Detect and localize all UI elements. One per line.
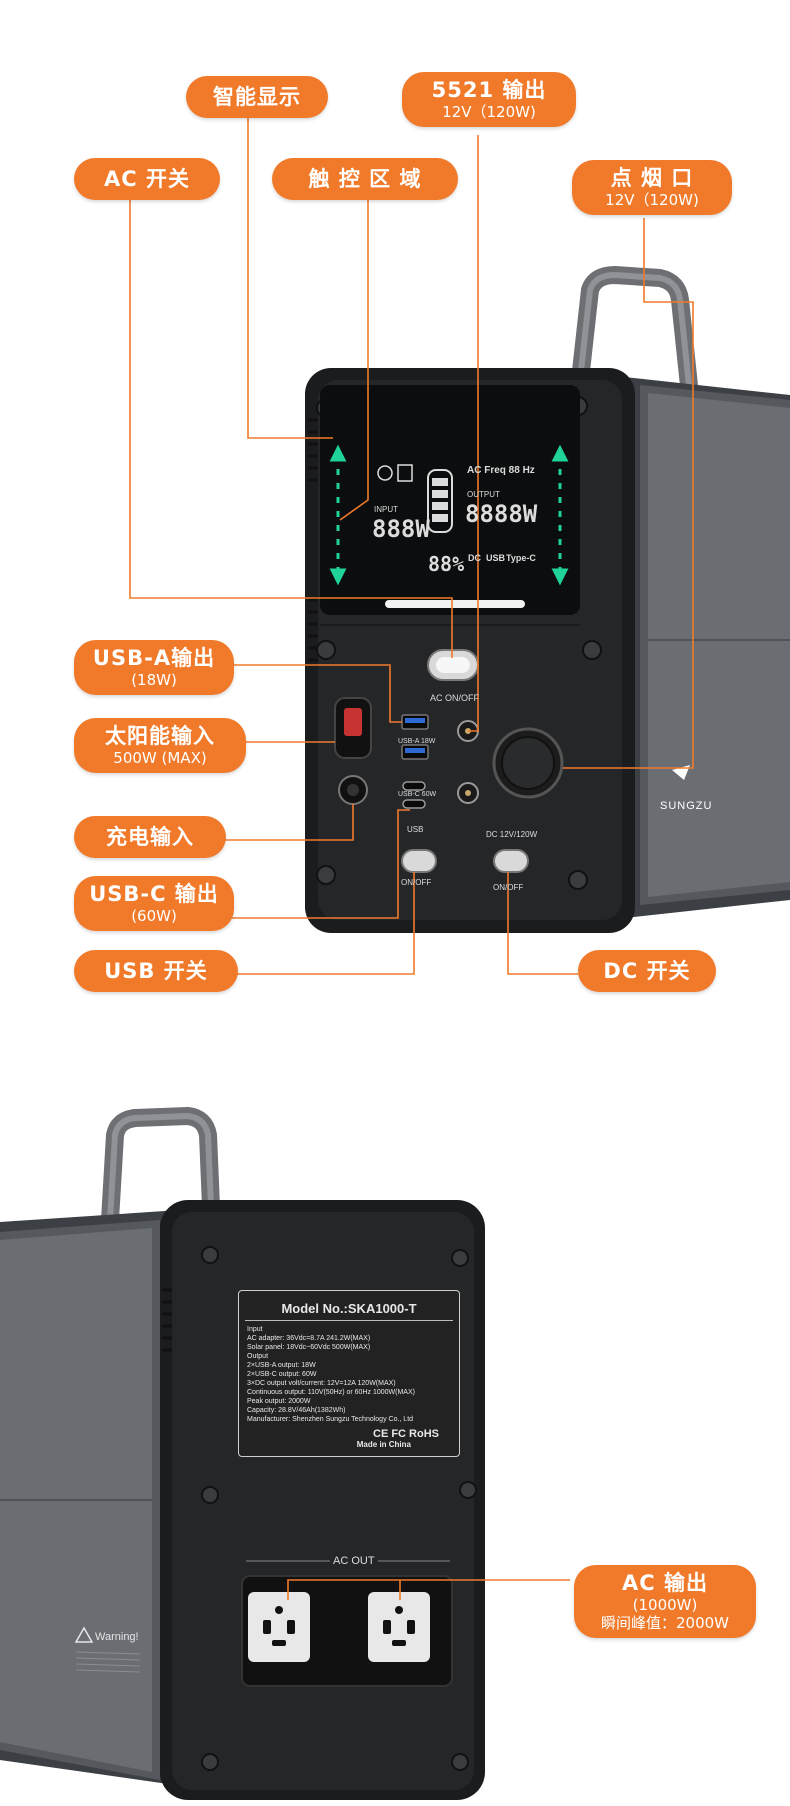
label-touch-area-text: 触 控 区 域 (308, 167, 422, 191)
spec-line: Continuous output: 110V(50Hz) or 60Hz 10… (247, 1389, 415, 1396)
spec-line: AC adapter: 36Vdc=8.7A 241.2W(MAX) (247, 1335, 371, 1342)
brand-logo: SUNGZU (660, 800, 713, 812)
lcd-output-label: OUTPUT (467, 490, 500, 499)
usb-onoff-text: ON/OFF (401, 878, 432, 887)
label-5521-sub: 12V（120W) (442, 103, 536, 121)
label-cigarette-sub: 12V（120W) (605, 191, 699, 209)
usb-label: USB (407, 825, 424, 834)
spec-line: 2×USB-C output: 60W (247, 1371, 317, 1378)
label-ac-switch-text: AC 开关 (104, 167, 190, 191)
lcd-output-value: 8888W (465, 500, 538, 528)
spec-line: Solar panel: 18Vdc~60Vdc 500W(MAX) (247, 1344, 371, 1351)
dc-port-label: DC 12V/120W (486, 830, 538, 839)
label-ac-output: AC 输出 (1000W) 瞬间峰值：2000W (574, 1565, 756, 1638)
front-device-illustration (305, 266, 790, 933)
spec-line: 2×USB-A output: 18W (247, 1362, 316, 1369)
label-touch-area: 触 控 区 域 (272, 158, 458, 200)
lcd-acfreq: AC Freq 88 Hz (467, 465, 535, 476)
label-ac-output-sub1: (1000W) (632, 1596, 698, 1614)
label-cigarette-title: 点 烟 口 (610, 166, 694, 190)
connector-lines-top (129, 115, 694, 975)
made-in-china: Made in China (356, 1440, 411, 1449)
label-ac-output-title: AC 输出 (622, 1571, 708, 1595)
label-usba-title: USB-A输出 (92, 646, 216, 670)
label-usb-switch: USB 开关 (74, 950, 238, 992)
usb-a-port-label: USB-A 18W (398, 738, 436, 745)
label-dc-switch-text: DC 开关 (603, 959, 691, 983)
label-5521-title: 5521 输出 (431, 78, 547, 102)
spec-line: Manufacturer: Shenzhen Sungzu Technology… (247, 1416, 414, 1423)
label-dc-switch: DC 开关 (578, 950, 716, 992)
ac-out-text: AC OUT (333, 1555, 375, 1567)
label-charge-text: 充电输入 (106, 825, 194, 849)
ac-onoff-text: AC ON/OFF (430, 693, 479, 703)
spec-line: Input (247, 1326, 263, 1333)
label-usbc-title: USB-C 输出 (89, 882, 219, 906)
rear-spec-label: Model No.:SKA1000-T Input AC adapter: 36… (238, 1290, 460, 1457)
warning-text: Warning! (95, 1631, 139, 1643)
model-number: Model No.:SKA1000-T (245, 1301, 453, 1321)
usb-c-port-label: USB-C 60W (398, 791, 437, 798)
spec-line: Capacity: 28.8V/46Ah(1382Wh) (247, 1407, 346, 1414)
label-smart-display: 智能显示 (186, 76, 328, 118)
label-charge-input: 充电输入 (74, 816, 226, 858)
label-usbc-sub: (60W) (131, 907, 177, 925)
spec-line: Peak output: 2000W (247, 1398, 311, 1405)
lcd-usb: USB (486, 553, 506, 563)
dc-onoff-text: ON/OFF (493, 883, 524, 892)
label-smart-display-text: 智能显示 (213, 85, 301, 109)
spec-line: 3×DC output volt/current: 12V=12A 120W(M… (247, 1380, 396, 1387)
lcd-dc: DC (468, 553, 481, 563)
lcd-input-label: INPUT (374, 505, 398, 514)
lcd-percent: 88% (428, 552, 465, 576)
label-solar-sub: 500W (MAX) (113, 749, 207, 767)
label-ac-output-sub2: 瞬间峰值：2000W (600, 1614, 729, 1632)
label-ac-switch: AC 开关 (74, 158, 220, 200)
label-usb-switch-text: USB 开关 (104, 959, 208, 983)
label-usbc-output: USB-C 输出(60W) (74, 876, 234, 931)
lcd-input-value: 888W (372, 515, 430, 543)
label-usba-output: USB-A输出(18W) (74, 640, 234, 695)
spec-line: Output (247, 1353, 269, 1360)
label-usba-sub: (18W) (131, 671, 177, 689)
label-solar-title: 太阳能输入 (105, 724, 215, 748)
certification-marks: CE FC RoHS (373, 1428, 439, 1440)
lcd-typec: Type-C (506, 553, 536, 563)
